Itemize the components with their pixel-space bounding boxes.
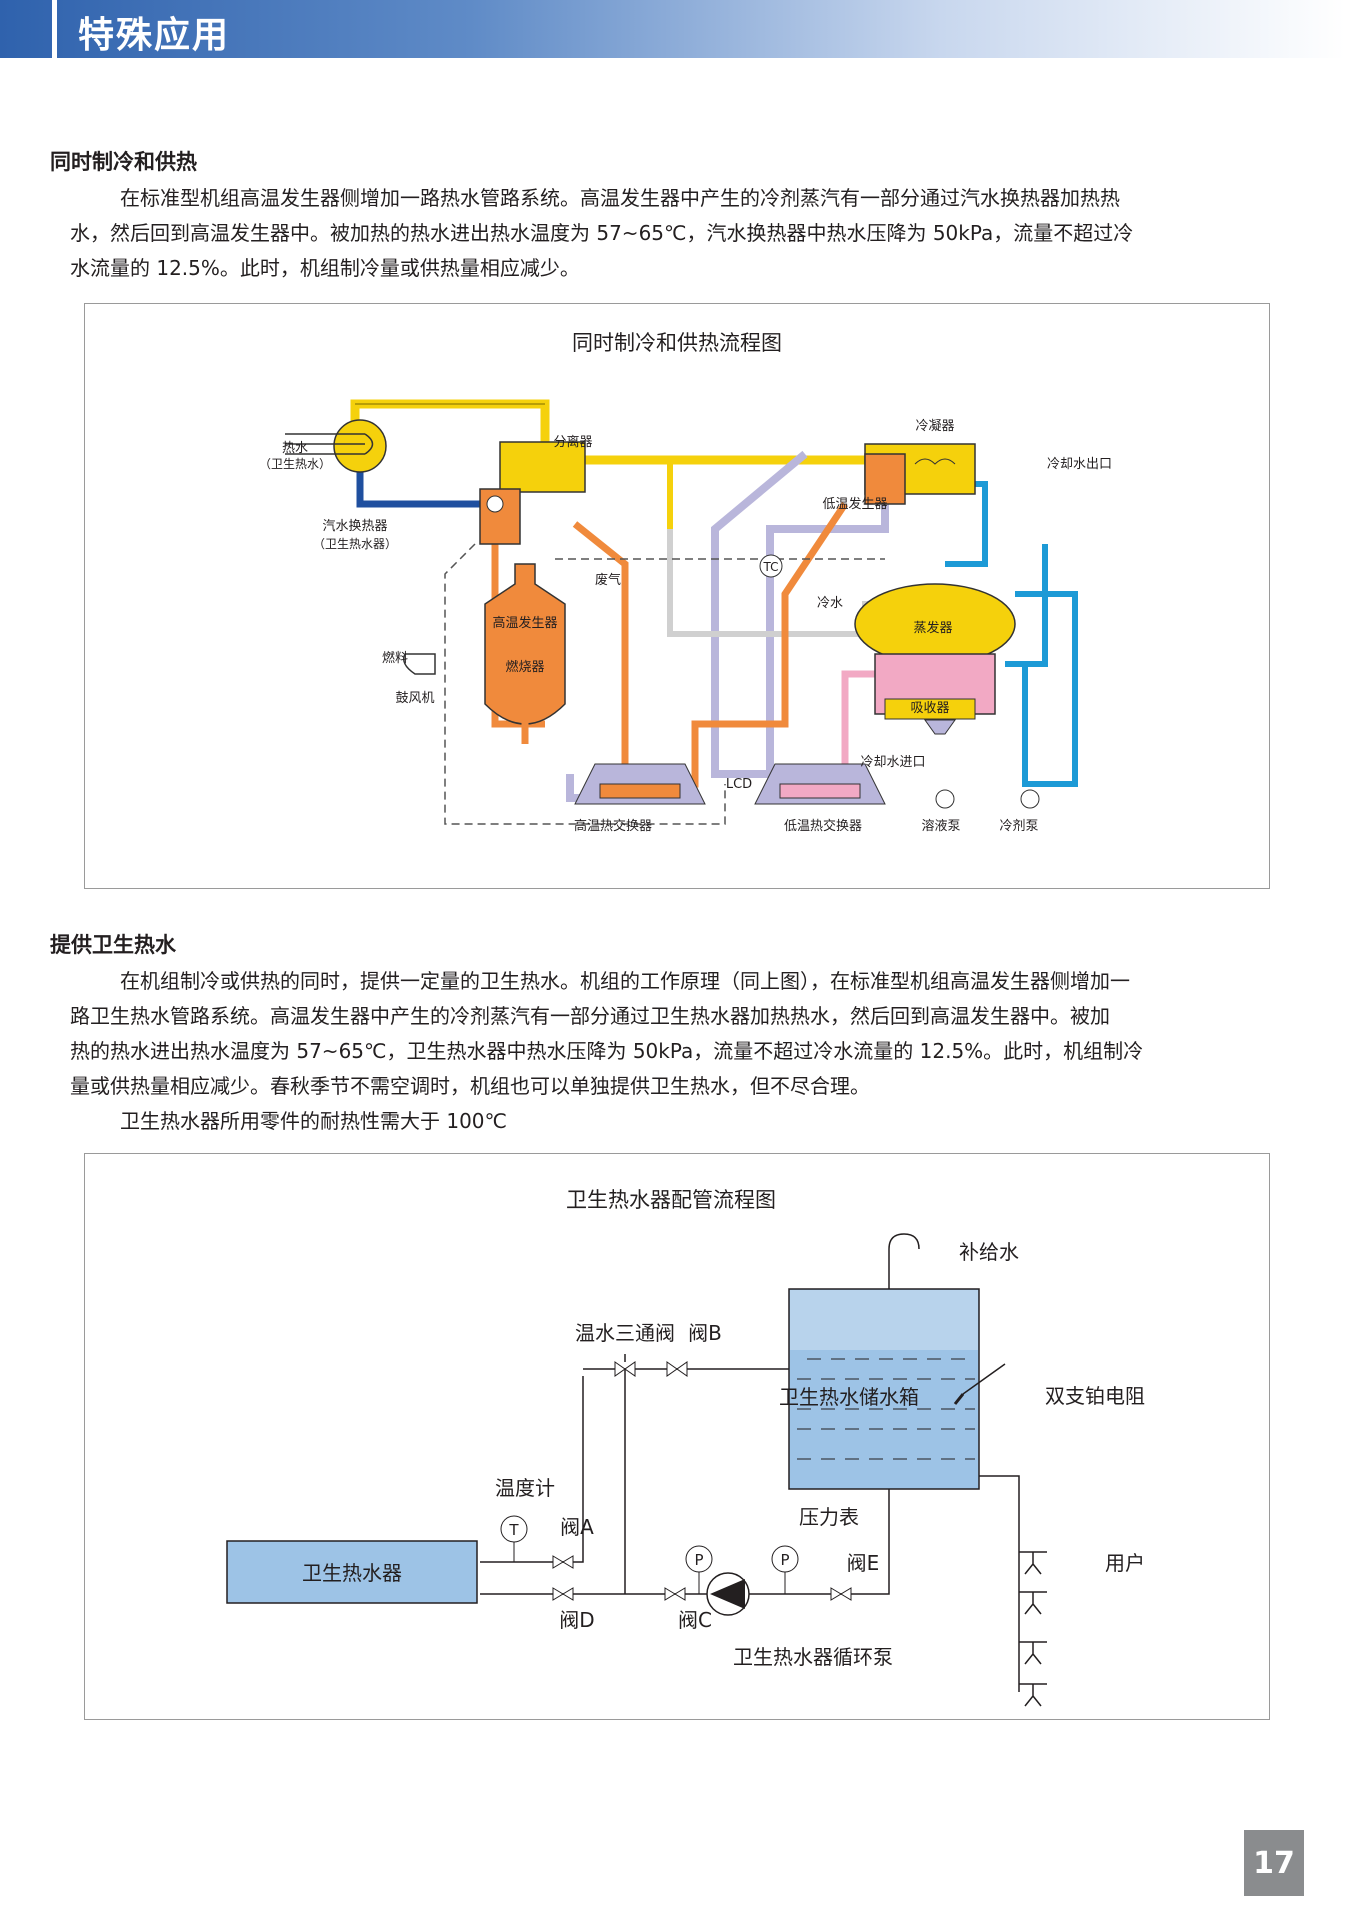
label-separator: 分离器 — [553, 434, 592, 450]
paragraph-line: 水，然后回到高温发生器中。被加热的热水进出热水温度为 57~65℃，汽水换热器中… — [70, 221, 1134, 245]
flow-diagram-2: 卫生热水器配管流程图 补给水 卫生热水储水箱 双支铂电阻 温水三通阀 阀B 卫生… — [226, 1188, 1145, 1707]
diagram1-title: 同时制冷和供热流程图 — [572, 331, 782, 355]
diagram2-title: 卫生热水器配管流程图 — [566, 1188, 776, 1212]
label-heater: 卫生热水器 — [302, 1561, 402, 1585]
label-exchanger-sub: （卫生热水器） — [313, 537, 397, 551]
label-tank: 卫生热水储水箱 — [779, 1385, 919, 1409]
label-valve-e: 阀E — [847, 1551, 880, 1575]
page-number: 17 — [1244, 1830, 1304, 1896]
label-three-way: 温水三通阀 — [575, 1321, 675, 1345]
paragraph-line: 路卫生热水管路系统。高温发生器中产生的冷剂蒸汽有一部分通过卫生热水器加热热水，然… — [70, 1004, 1110, 1028]
label-lcd: LCD — [726, 777, 752, 792]
label-valve-b: 阀B — [688, 1321, 722, 1345]
label-condenser: 冷凝器 — [915, 418, 954, 434]
label-hot-water-sub: （卫生热水） — [259, 457, 331, 471]
flow-diagram-1: 同时制冷和供热流程图 — [259, 331, 1112, 834]
tc-label: TC — [762, 560, 778, 574]
thermometer-symbol: T — [508, 1521, 519, 1539]
sanitary-heater-box — [226, 1540, 478, 1604]
paragraph-line: 卫生热水器所用零件的耐热性需大于 100℃ — [120, 1109, 507, 1133]
label-low-hx: 低温热交换器 — [784, 818, 862, 834]
paragraph-line: 在机组制冷或供热的同时，提供一定量的卫生热水。机组的工作原理（同上图），在标准型… — [120, 969, 1130, 993]
section1-paragraph: 在标准型机组高温发生器侧增加一路热水管路系统。高温发生器中产生的冷剂蒸汽有一部分… — [70, 181, 1270, 286]
label-evaporator: 蒸发器 — [913, 620, 952, 636]
header-band — [0, 0, 1345, 58]
label-makeup: 补给水 — [959, 1240, 1019, 1264]
flow-diagram-1-frame: 同时制冷和供热流程图 — [84, 303, 1270, 889]
label-thermometer: 温度计 — [495, 1476, 555, 1500]
label-user: 用户 — [1105, 1551, 1145, 1575]
label-pressure-gauge: 压力表 — [799, 1505, 859, 1529]
label-valve-a: 阀A — [560, 1515, 594, 1539]
paragraph-line: 在标准型机组高温发生器侧增加一路热水管路系统。高温发生器中产生的冷剂蒸汽有一部分… — [120, 186, 1120, 210]
label-cooling-in: 冷却水进口 — [860, 755, 925, 770]
label-sol-pump: 溶液泵 — [921, 819, 960, 834]
paragraph-line: 热的热水进出热水温度为 57~65℃，卫生热水器中热水压降为 50kPa，流量不… — [70, 1039, 1144, 1063]
section-title-simultaneous: 同时制冷和供热 — [50, 150, 197, 174]
section-title-sanitary: 提供卫生热水 — [50, 933, 176, 957]
paragraph-line: 水流量的 12.5%。此时，机组制冷量或供热量相应减少。 — [70, 256, 580, 280]
label-high-gen: 高温发生器 — [492, 615, 557, 631]
label-low-gen: 低温发生器 — [822, 496, 887, 512]
label-high-hx: 高温热交换器 — [574, 818, 652, 834]
flow-diagram-2-frame: 卫生热水器配管流程图 补给水 卫生热水储水箱 双支铂电阻 温水三通阀 阀B 卫生… — [84, 1153, 1270, 1720]
label-exhaust: 废气 — [595, 572, 621, 588]
label-valve-c: 阀C — [678, 1608, 712, 1632]
label-hot-water: 热水 — [282, 441, 308, 456]
label-chilled: 冷水 — [817, 596, 843, 611]
label-exchanger: 汽水换热器 — [322, 519, 387, 534]
gauge-p-1: P — [694, 1551, 703, 1569]
page-header-title: 特殊应用 — [78, 15, 231, 56]
header-accent-bar — [52, 0, 57, 58]
label-fuel: 燃料 — [382, 650, 408, 666]
label-pump: 卫生热水器循环泵 — [733, 1645, 893, 1669]
label-ref-pump: 冷剂泵 — [999, 819, 1038, 834]
label-valve-d: 阀D — [559, 1608, 594, 1632]
gauge-p-2: P — [780, 1551, 789, 1569]
label-absorber: 吸收器 — [910, 701, 949, 716]
paragraph-line: 量或供热量相应减少。春秋季节不需空调时，机组也可以单独提供卫生热水，但不尽合理。 — [70, 1074, 870, 1098]
label-burner: 燃烧器 — [505, 659, 544, 675]
label-rtd: 双支铂电阻 — [1045, 1384, 1145, 1408]
section2-paragraph: 在机组制冷或供热的同时，提供一定量的卫生热水。机组的工作原理（同上图），在标准型… — [70, 964, 1270, 1139]
label-cooling-out: 冷却水出口 — [1047, 457, 1112, 472]
label-blower: 鼓风机 — [395, 691, 434, 706]
